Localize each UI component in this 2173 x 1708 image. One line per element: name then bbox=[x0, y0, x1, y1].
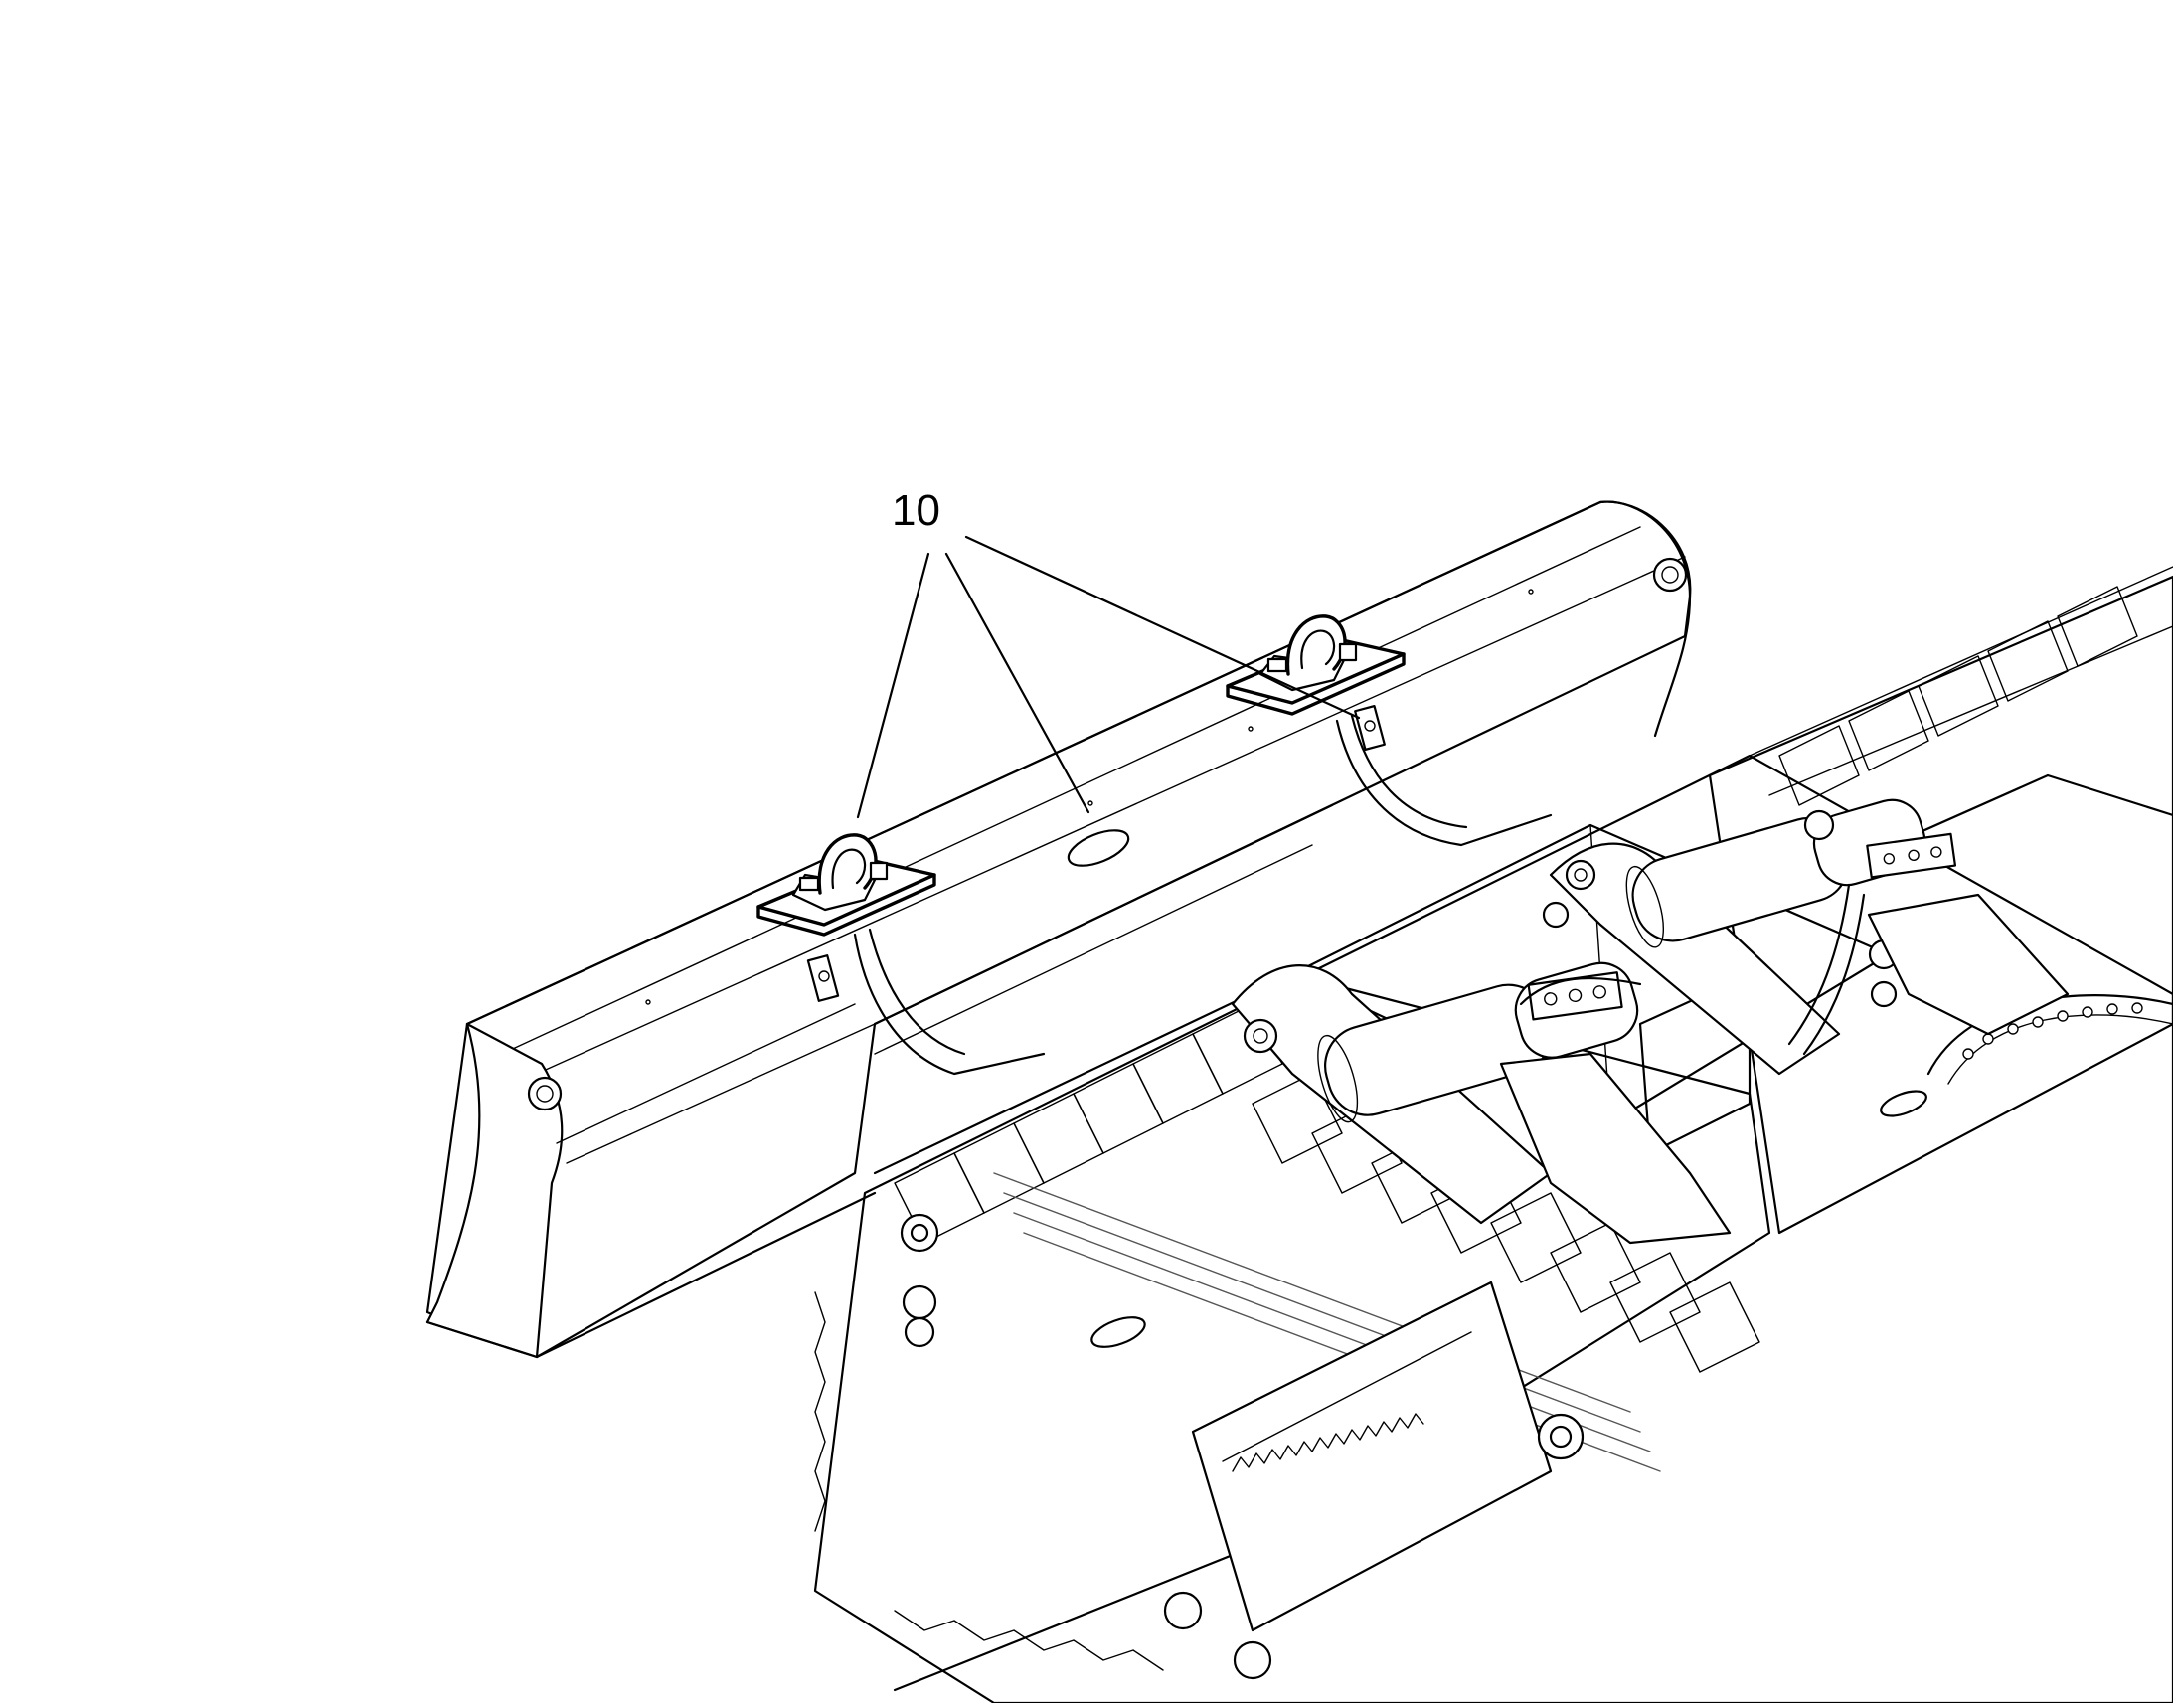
blade-cover-plate bbox=[1067, 829, 1130, 867]
leader-lines bbox=[856, 535, 1361, 819]
lift-point-decal-left bbox=[806, 954, 840, 1002]
callout-10: 10 bbox=[856, 486, 1361, 819]
track-assembly bbox=[813, 566, 2173, 1705]
lifting-eye-left bbox=[756, 833, 936, 937]
lifting-eye-right bbox=[1226, 614, 1406, 716]
lift-cylinders bbox=[1231, 798, 2070, 1245]
dozer-blade bbox=[425, 500, 1692, 1359]
lift-point-decal-right bbox=[1354, 704, 1386, 752]
callout-label: 10 bbox=[892, 486, 940, 535]
